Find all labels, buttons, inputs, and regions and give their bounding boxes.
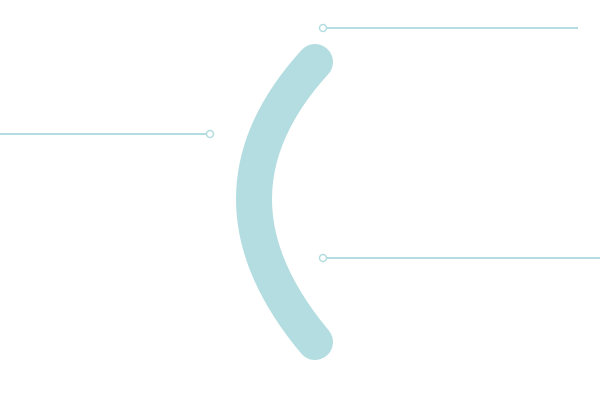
callout-dot [318, 253, 328, 263]
callout-dot [318, 23, 328, 33]
arc-shape [236, 44, 333, 360]
callout-bottom-right [318, 253, 600, 263]
callout-dot [205, 129, 215, 139]
callout-left [0, 129, 215, 139]
callout-top-right [318, 23, 578, 33]
